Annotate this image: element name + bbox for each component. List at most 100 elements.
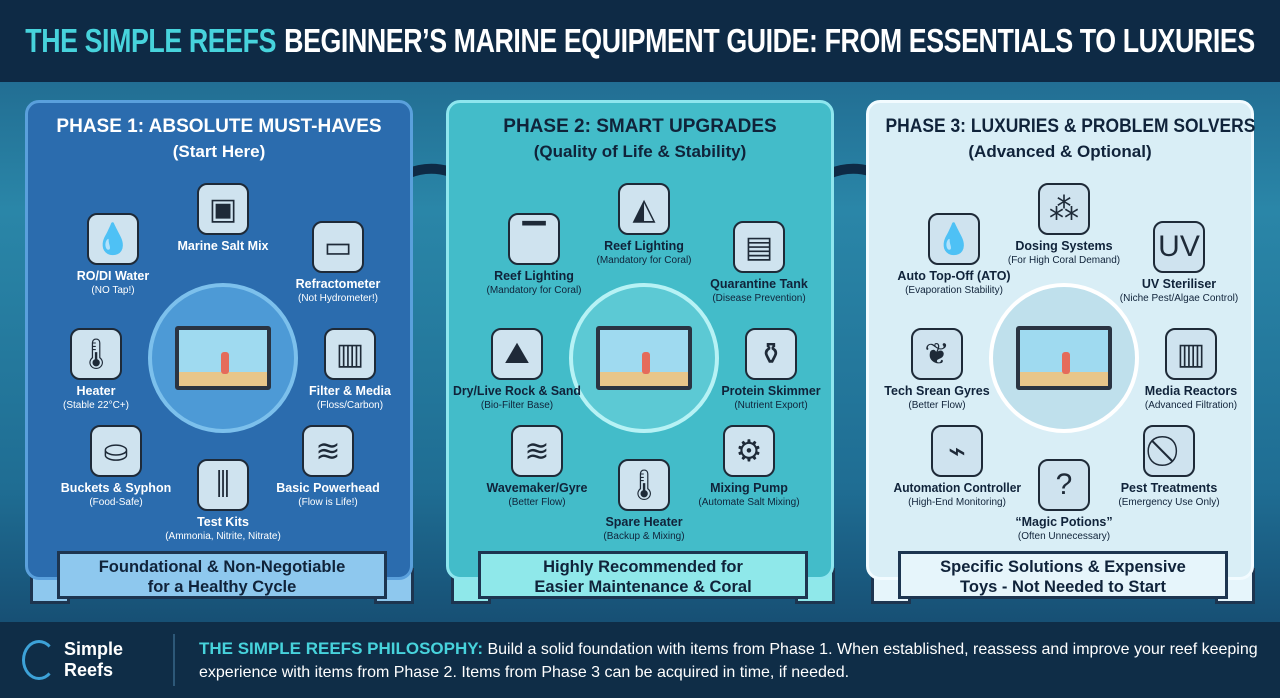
equipment-item: ⛀ Buckets & Syphon (Food-Safe) <box>41 425 191 509</box>
item-name: Media Reactors <box>1144 384 1238 398</box>
item-note: (Food-Safe) <box>89 497 143 508</box>
phase-summary-ribbon: Foundational & Non-Negotiable for a Heal… <box>30 551 414 604</box>
equipment-item: ▣ Marine Salt Mix <box>148 183 298 267</box>
aquarium-illustration <box>989 283 1139 433</box>
item-note-row: (Automate Salt Mixing) <box>674 496 824 509</box>
filter-icon: ▥ <box>324 328 376 380</box>
item-note: (Ammonia, Nitrite, Nitrate) <box>165 531 281 542</box>
item-name: “Magic Potions” <box>1015 515 1113 529</box>
phase-subtitle-row: (Advanced & Optional) <box>869 141 1251 163</box>
item-name-row: Filter & Media <box>275 384 425 399</box>
item-note-row: (High-End Monitoring) <box>882 496 1032 509</box>
item-note-row: (Not Hydrometer!) <box>263 292 413 305</box>
footer: Simple Reefs THE SIMPLE REEFS PHILOSOPHY… <box>0 622 1280 698</box>
phase-subtitle: (Start Here) <box>172 142 266 161</box>
item-note: (NO Tap!) <box>91 285 135 296</box>
item-note: (Emergency Use Only) <box>1118 497 1220 508</box>
wavemaker-icon: ≋ <box>511 425 563 477</box>
item-note: (Better Flow) <box>508 497 566 508</box>
item-name: Protein Skimmer <box>721 384 821 398</box>
item-note: (Backup & Mixing) <box>603 531 685 542</box>
equipment-item: ◭ Reef Lighting (Mandatory for Coral) <box>569 183 719 267</box>
powerhead-icon: ≋ <box>302 425 354 477</box>
equipment-item: ▥ Media Reactors (Advanced Filtration) <box>1116 328 1266 412</box>
item-note: (Bio-Filter Base) <box>480 400 554 411</box>
item-note-row: (Emergency Use Only) <box>1094 496 1244 509</box>
phase-subtitle-row: (Start Here) <box>28 141 410 163</box>
item-note-row: (Ammonia, Nitrite, Nitrate) <box>148 530 298 543</box>
item-note-row: (Advanced Filtration) <box>1116 399 1266 412</box>
item-note-row: (Disease Prevention) <box>684 292 834 305</box>
item-note: (Evaporation Stability) <box>905 285 1003 296</box>
phase-2-panel: PHASE 2: SMART UPGRADES (Quality of Life… <box>446 100 835 604</box>
item-name-row: Media Reactors <box>1116 384 1266 399</box>
equipment-item: ≋ Basic Powerhead (Flow is Life!) <box>253 425 403 509</box>
wave-logo-icon <box>22 640 56 680</box>
item-name-row: Spare Heater <box>569 515 719 530</box>
item-note-row: (Better Flow) <box>462 496 612 509</box>
item-note-row: (Nutrient Export) <box>696 399 846 412</box>
pump-icon: ⚙ <box>723 425 775 477</box>
item-name: Spare Heater <box>605 515 683 529</box>
equipment-item: 💧 Auto Top-Off (ATO) (Evaporation Stabil… <box>879 213 1029 297</box>
test-tubes-icon: ⫼ <box>197 459 249 511</box>
thermometer-icon: 🌡 <box>70 328 122 380</box>
item-name: Refractometer <box>295 277 381 291</box>
item-name: Basic Powerhead <box>276 481 380 495</box>
item-name: Pest Treatments <box>1120 481 1218 495</box>
phase-title-row: PHASE 1: ABSOLUTE MUST-HAVES <box>28 115 410 139</box>
ribbon-line1: Highly Recommended for <box>543 558 743 576</box>
item-name: Auto Top-Off (ATO) <box>897 269 1011 283</box>
phase-subtitle-row: (Quality of Life & Stability) <box>449 141 831 163</box>
philosophy-body: Build a solid foundation with items from… <box>199 640 1258 681</box>
item-note: (Advanced Filtration) <box>1144 400 1238 411</box>
equipment-item: 🌡 Spare Heater (Backup & Mixing) <box>569 459 719 543</box>
equipment-item: ▥ Filter & Media (Floss/Carbon) <box>275 328 425 412</box>
equipment-item: ❦ Tech Srean Gyres (Better Flow) <box>862 328 1012 412</box>
ribbon-line2: for a Healthy Cycle <box>147 578 297 596</box>
logo-line1: Simple <box>64 639 124 659</box>
item-note-row: (Niche Pest/Algae Control) <box>1104 292 1254 305</box>
quarantine-tank-icon: ▤ <box>733 221 785 273</box>
phase-subtitle: (Quality of Life & Stability) <box>533 142 747 161</box>
item-name-row: Pest Treatments <box>1094 481 1244 496</box>
ribbon-line1-row: Specific Solutions & Expensive <box>901 557 1225 577</box>
uv-icon: UV <box>1153 221 1205 273</box>
item-note: (Mandatory for Coral) <box>486 285 582 296</box>
equipment-item: ⃠ Pest Treatments (Emergency Use Only) <box>1094 425 1244 509</box>
item-note: (Floss/Carbon) <box>316 400 384 411</box>
bucket-icon: ⛀ <box>90 425 142 477</box>
salt-bucket-icon: ▣ <box>197 183 249 235</box>
item-note: (Mandatory for Coral) <box>596 255 692 266</box>
title-rest: BEGINNER’S MARINE EQUIPMENT GUIDE: FROM … <box>284 22 1255 59</box>
item-note-row: (Better Flow) <box>862 399 1012 412</box>
equipment-item: ≋ Wavemaker/Gyre (Better Flow) <box>462 425 612 509</box>
controller-icon: ⌁ <box>931 425 983 477</box>
item-name: Dosing Systems <box>1015 239 1113 253</box>
item-name-row: Protein Skimmer <box>696 384 846 399</box>
phase-summary-ribbon: Specific Solutions & Expensive Toys - No… <box>871 551 1255 604</box>
item-note: (Niche Pest/Algae Control) <box>1119 293 1239 304</box>
ribbon-line2-row: for a Healthy Cycle <box>60 577 384 597</box>
item-note: (Automate Salt Mixing) <box>698 497 800 508</box>
equipment-item: ▤ Quarantine Tank (Disease Prevention) <box>684 221 834 305</box>
item-note: (Stable 22°C+) <box>63 400 129 411</box>
aquarium-illustration <box>569 283 719 433</box>
item-name: Heater <box>76 384 116 398</box>
coral-icon: ❦ <box>911 328 963 380</box>
item-name: Test Kits <box>197 515 249 529</box>
item-note-row: (Backup & Mixing) <box>569 530 719 543</box>
no-pest-icon: ⃠ <box>1143 425 1195 477</box>
phase-title-row: PHASE 2: SMART UPGRADES <box>449 115 831 139</box>
item-name: Automation Controller <box>893 481 1021 495</box>
item-name-row: “Magic Potions” <box>989 515 1139 530</box>
item-name: Buckets & Syphon <box>60 481 172 495</box>
item-name: Dry/Live Rock & Sand <box>453 384 581 398</box>
phase-title: PHASE 2: SMART UPGRADES <box>503 116 777 137</box>
item-name-row: Automation Controller <box>882 481 1032 496</box>
item-name-row: Dosing Systems <box>989 239 1139 254</box>
ribbon-line1-row: Highly Recommended for <box>481 557 805 577</box>
item-name-row: Mixing Pump <box>674 481 824 496</box>
